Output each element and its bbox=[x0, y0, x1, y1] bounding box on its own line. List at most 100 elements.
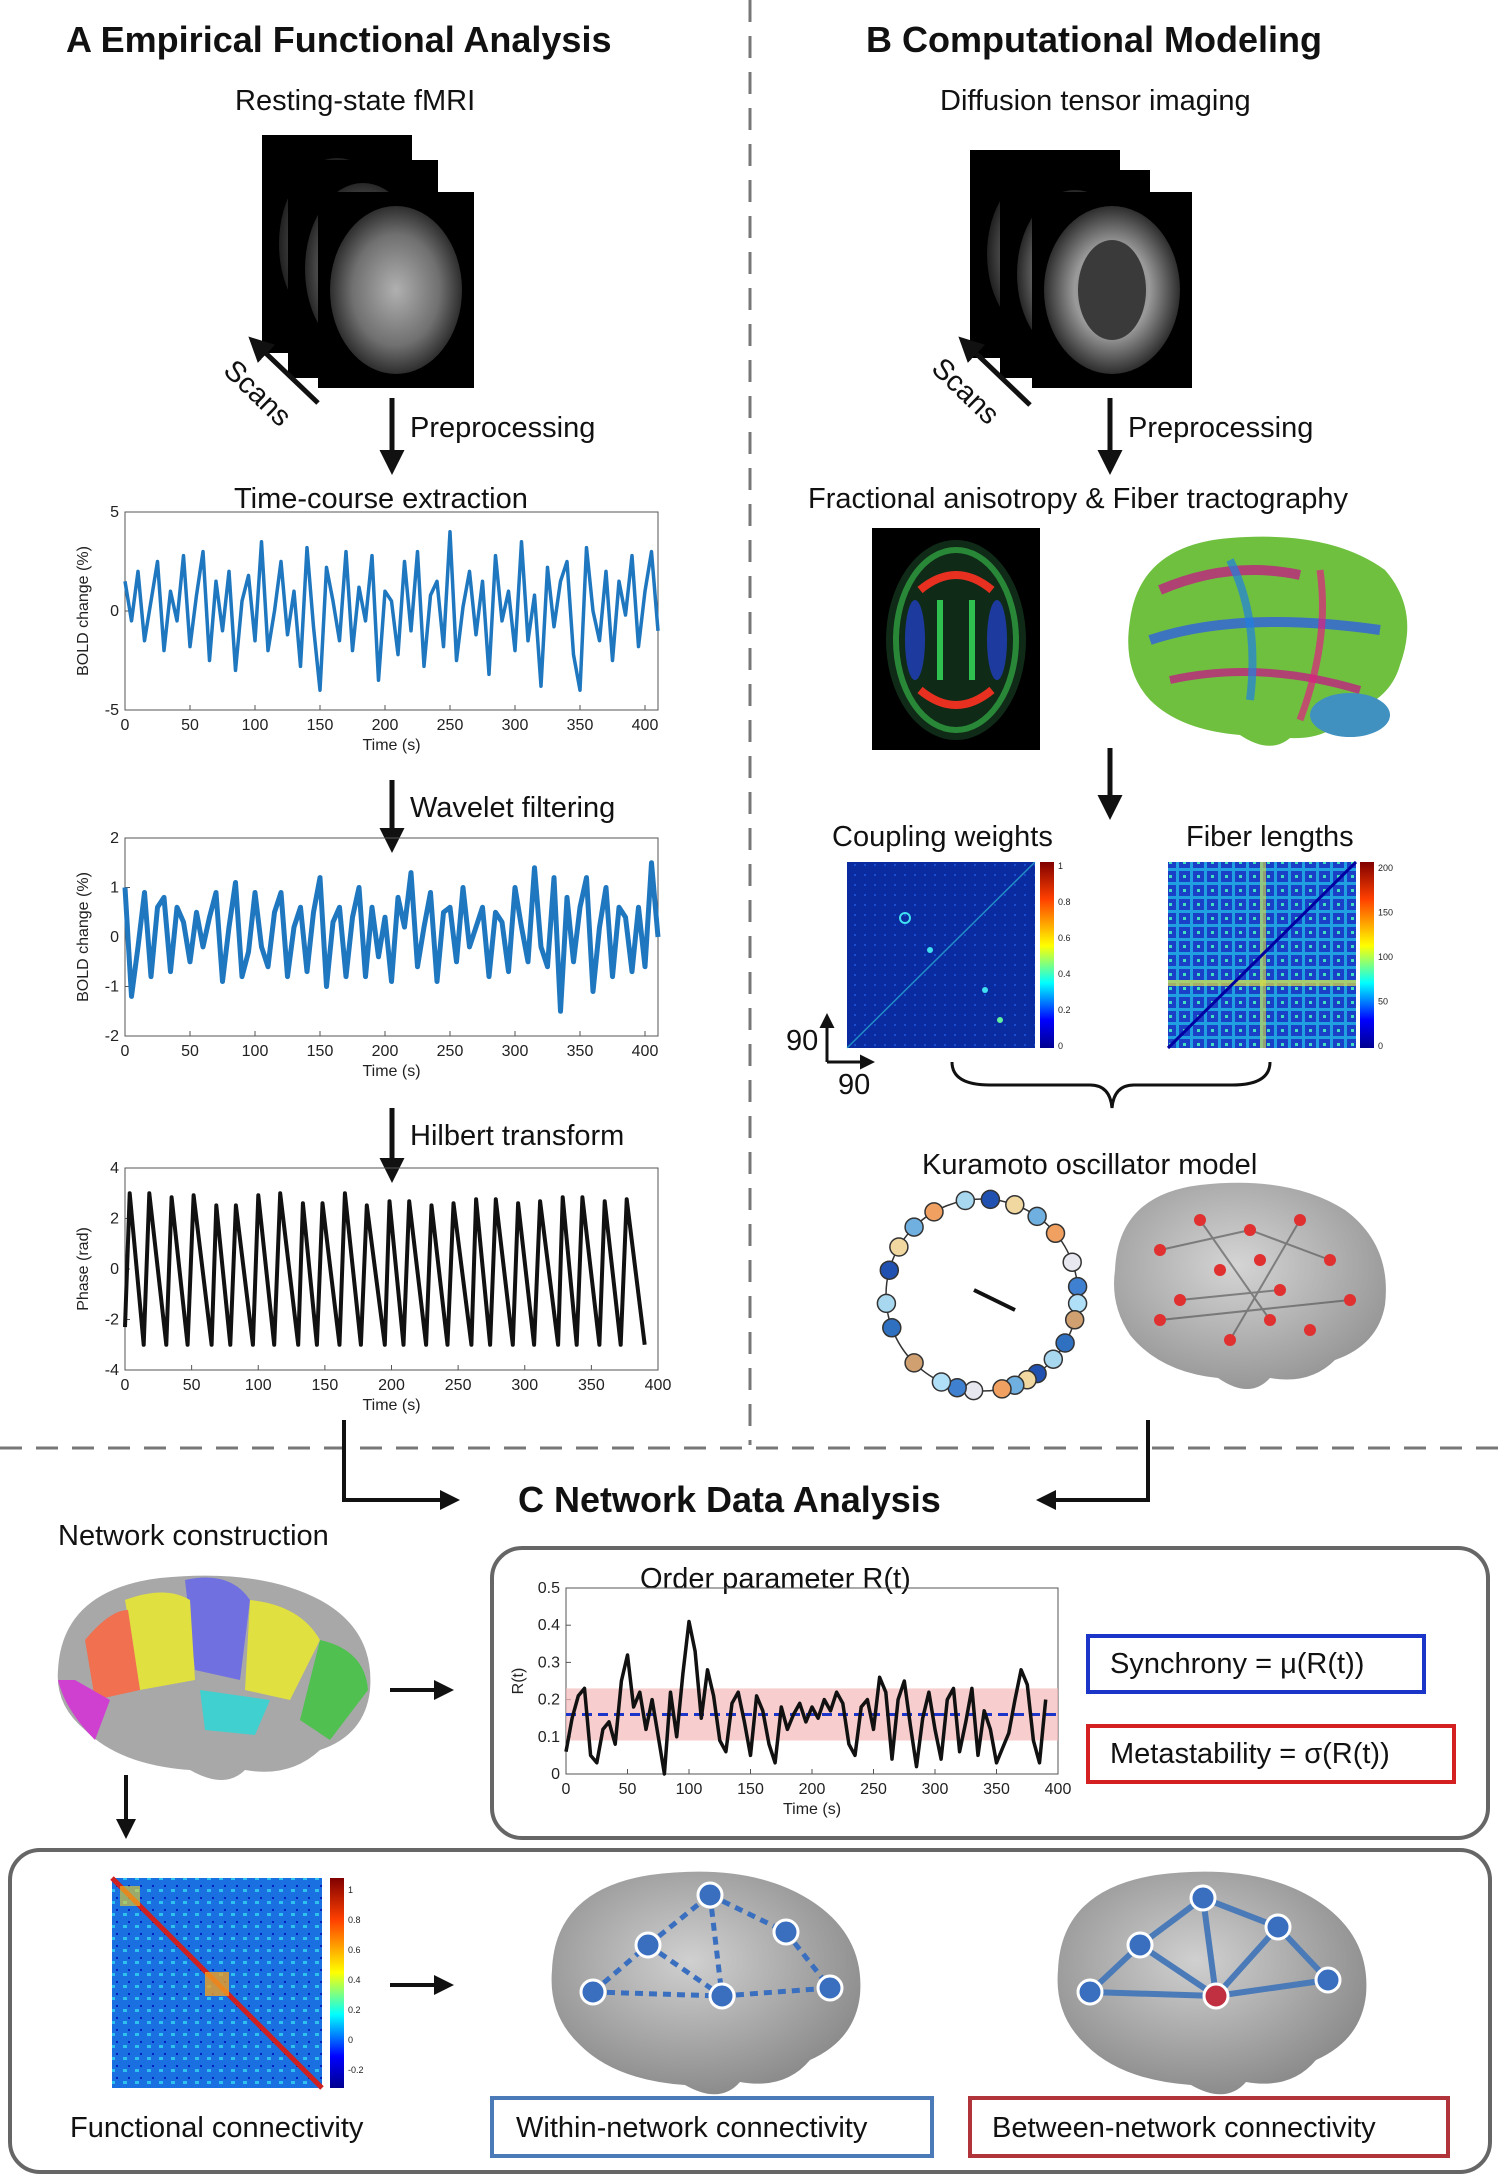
step-extraction: Time-course extraction bbox=[234, 483, 528, 515]
synchrony-formula: Synchrony = μ(R(t)) bbox=[1110, 1648, 1364, 1680]
metastability-box bbox=[1086, 1724, 1456, 1784]
oscillator-marker bbox=[1067, 1276, 1088, 1297]
y-tick-label: 0 bbox=[110, 929, 119, 946]
scans-label-a: Scans bbox=[217, 354, 297, 433]
x-tick-label: 250 bbox=[437, 1043, 464, 1060]
y-tick-label: 1 bbox=[110, 880, 119, 897]
colorbar-tick-label: 0 bbox=[1058, 1041, 1063, 1051]
series-line bbox=[122, 860, 661, 1014]
colorbar-tick-label: 1 bbox=[348, 1885, 353, 1895]
oscillator-marker bbox=[1005, 1195, 1025, 1215]
y-tick-label: -2 bbox=[105, 1028, 119, 1045]
step-preprocessing-a: Preprocessing bbox=[410, 412, 595, 444]
x-tick-label: 250 bbox=[860, 1781, 887, 1798]
x-tick-label: 150 bbox=[307, 1043, 334, 1060]
colorbar-tick-label: 100 bbox=[1378, 952, 1393, 962]
colorbar-tick-label: 0.4 bbox=[1058, 969, 1071, 979]
fa-image bbox=[872, 528, 1040, 750]
tractography-brain bbox=[1128, 536, 1408, 746]
oscillator-marker bbox=[882, 1318, 902, 1338]
y-tick-label: -2 bbox=[105, 1312, 119, 1329]
x-tick-label: 150 bbox=[307, 717, 334, 734]
fiber-matrix bbox=[1166, 860, 1358, 1050]
x-tick-label: 300 bbox=[502, 717, 529, 734]
x-tick-label: 350 bbox=[567, 717, 594, 734]
scans-arrow-a bbox=[248, 336, 320, 405]
coupling-matrix bbox=[846, 861, 1036, 1049]
x-tick-label: 250 bbox=[445, 1377, 472, 1394]
oscillator-marker bbox=[992, 1379, 1012, 1399]
step-preprocessing-b: Preprocessing bbox=[1128, 412, 1313, 444]
x-tick-label: 250 bbox=[437, 717, 464, 734]
y-tick-label: 2 bbox=[110, 830, 119, 847]
x-tick-label: 350 bbox=[567, 1043, 594, 1060]
metastability-formula: Metastability = σ(R(t)) bbox=[1110, 1738, 1390, 1770]
fiber-colorbar bbox=[1360, 862, 1374, 1048]
oscillator-marker bbox=[1062, 1252, 1082, 1272]
x-tick-label: 50 bbox=[619, 1781, 637, 1798]
scans-arrow-b bbox=[958, 336, 1032, 407]
coupling-colorbar bbox=[1040, 862, 1054, 1048]
fc-label: Functional connectivity bbox=[70, 2112, 364, 2144]
x-tick-label: 400 bbox=[1045, 1781, 1072, 1798]
x-tick-label: 400 bbox=[645, 1377, 672, 1394]
colorbar-tick-label: 0.4 bbox=[348, 1975, 361, 1985]
step-wavelet: Wavelet filtering bbox=[410, 792, 615, 824]
colorbar-tick-label: 0.6 bbox=[348, 1945, 361, 1955]
dti-scan-stack bbox=[970, 150, 1192, 388]
colorbar-tick-label: 0.8 bbox=[1058, 897, 1071, 907]
y-tick-label: 0.4 bbox=[538, 1617, 560, 1634]
colorbar-tick-label: 0.8 bbox=[348, 1915, 361, 1925]
plot-frame bbox=[565, 1587, 1059, 1775]
x-axis-label: Time (s) bbox=[362, 737, 420, 754]
between-network-box bbox=[968, 2096, 1450, 2158]
x-axis-label: Time (s) bbox=[362, 1063, 420, 1080]
x-tick-label: 100 bbox=[242, 1043, 269, 1060]
y-tick-label: 0 bbox=[110, 1261, 119, 1278]
colorbar-tick-label: 50 bbox=[1378, 997, 1388, 1007]
oscillator-marker bbox=[1045, 1223, 1066, 1244]
within-network-box bbox=[490, 2096, 934, 2158]
scans-label-b: Scans bbox=[925, 352, 1005, 431]
x-axis-label: Time (s) bbox=[783, 1801, 841, 1818]
colorbar-tick-label: 0 bbox=[1378, 1041, 1383, 1051]
connectivity-box bbox=[8, 1848, 1492, 2174]
oscillator-marker bbox=[904, 1353, 924, 1373]
y-axis-label: BOLD change (%) bbox=[75, 872, 92, 1002]
fc-colorbar-ticks: 10.80.60.40.20-0.2 bbox=[348, 1885, 364, 2075]
between-network-label: Between-network connectivity bbox=[992, 2112, 1376, 2144]
y-tick-label: 0.1 bbox=[538, 1729, 560, 1746]
x-axis-label: Time (s) bbox=[362, 1397, 420, 1414]
x-tick-label: 50 bbox=[181, 1043, 199, 1060]
fiber-label: Fiber lengths bbox=[1186, 821, 1354, 853]
coupling-label: Coupling weights bbox=[832, 821, 1053, 853]
colorbar-tick-label: 0 bbox=[348, 2035, 353, 2045]
matrix-size-x: 90 bbox=[838, 1069, 870, 1101]
y-tick-label: 0 bbox=[110, 603, 119, 620]
arrow-from-b bbox=[1036, 1420, 1150, 1510]
phase-line bbox=[123, 1191, 647, 1347]
series-line bbox=[123, 530, 660, 692]
x-tick-label: 0 bbox=[121, 1377, 130, 1394]
colorbar-tick-label: 200 bbox=[1378, 863, 1393, 873]
oscillator-markers bbox=[876, 1189, 1088, 1401]
y-tick-label: -5 bbox=[105, 702, 119, 719]
y-tick-label: 0.5 bbox=[538, 1580, 560, 1597]
x-tick-label: 300 bbox=[922, 1781, 949, 1798]
oscillator-marker bbox=[889, 1237, 909, 1257]
fc-matrix bbox=[110, 1876, 324, 2090]
order-param-box bbox=[490, 1546, 1490, 1840]
y-tick-label: 0 bbox=[551, 1766, 560, 1783]
oscillator-marker bbox=[955, 1190, 976, 1211]
merge-brace bbox=[950, 1061, 1272, 1109]
panel-a-title: A Empirical Functional Analysis bbox=[66, 19, 611, 60]
y-tick-label: 0.2 bbox=[538, 1692, 560, 1709]
x-tick-label: 200 bbox=[799, 1781, 826, 1798]
x-tick-label: 0 bbox=[562, 1781, 571, 1798]
kuramoto-brain bbox=[1114, 1182, 1386, 1389]
x-tick-label: 100 bbox=[245, 1377, 272, 1394]
panel-b-scan-label: Diffusion tensor imaging bbox=[940, 85, 1251, 117]
fc-colorbar bbox=[330, 1878, 344, 2088]
